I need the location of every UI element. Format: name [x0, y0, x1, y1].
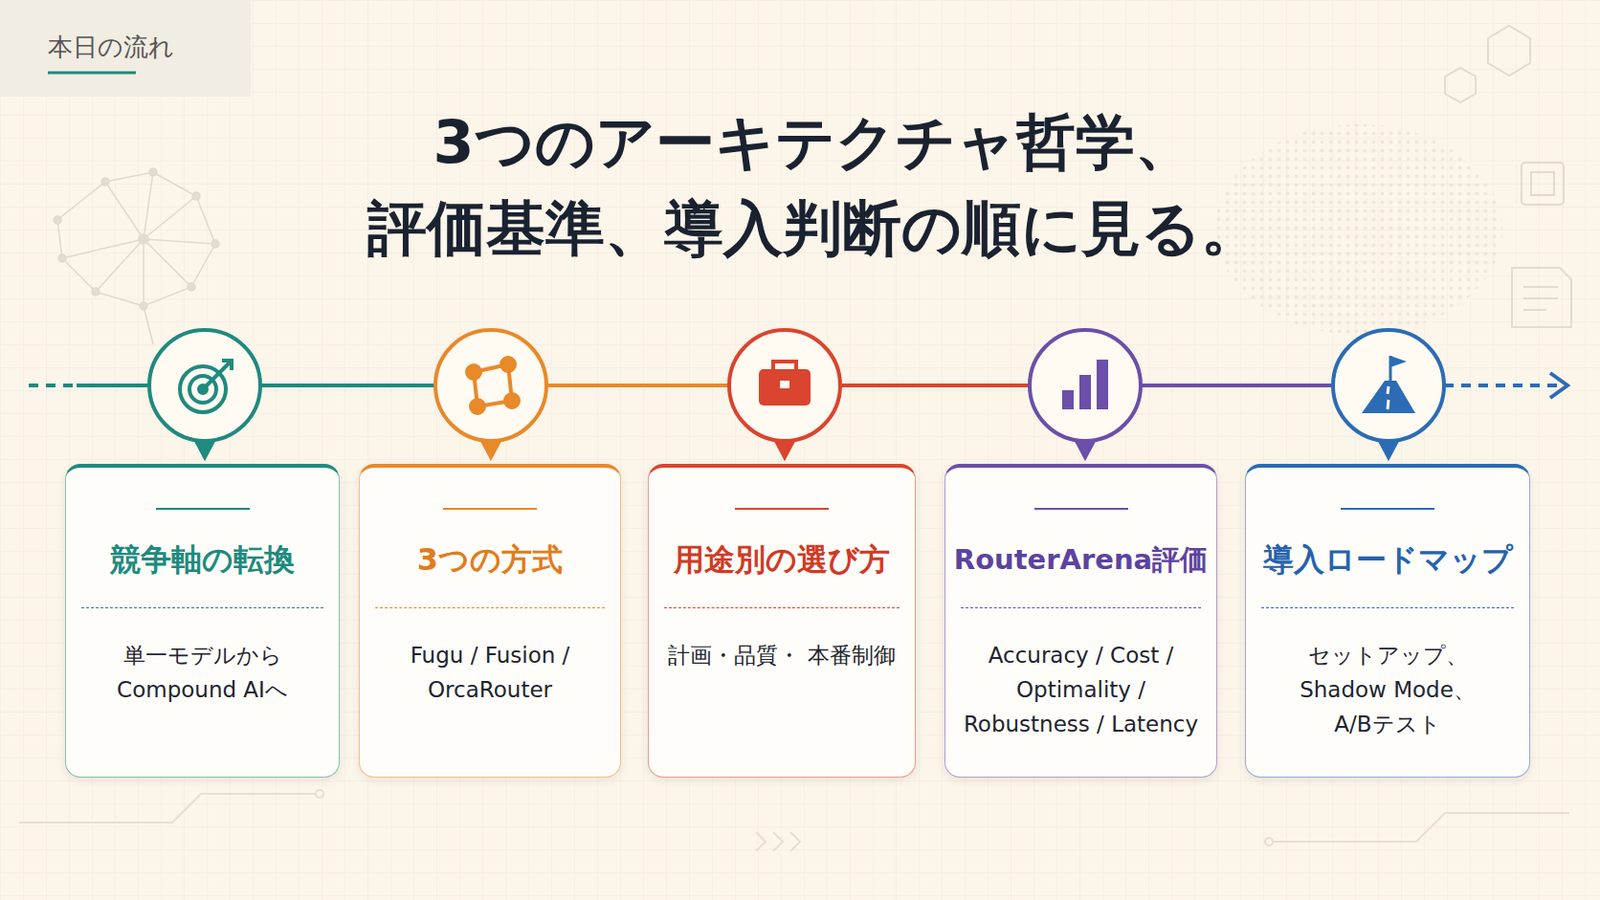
card-heading: 3つの方式: [367, 540, 613, 579]
dashed-divider: [81, 607, 324, 609]
slide-title: 3つのアーキテクチャ哲学、 評価基準、導入判断の順に見る。: [277, 99, 1350, 272]
card-body: 単一モデルから Compound AIへ: [83, 638, 323, 708]
step-card: RouterArena評価 Accuracy / Cost / Optimalit…: [944, 464, 1218, 778]
step-card: 用途別の選び方計画・品質・ 本番制御: [647, 464, 916, 778]
card-body: 計画・品質・ 本番制御: [662, 638, 902, 673]
accent-rule: [734, 508, 829, 511]
accent-rule: [155, 508, 250, 511]
dashed-divider: [960, 607, 1201, 609]
accent-rule: [443, 508, 537, 511]
step-card: 導入ロードマップセットアップ、 Shadow Mode、 A/Bテスト: [1244, 464, 1531, 778]
card-body: セットアップ、 Shadow Mode、 A/Bテスト: [1272, 638, 1503, 742]
section-tag: 本日の流れ: [47, 30, 175, 64]
accent-rule: [1340, 508, 1435, 511]
dashed-divider: [1261, 607, 1514, 609]
card-heading: 導入ロードマップ: [1253, 540, 1522, 579]
card-body: Fugu / Fusion / OrcaRouter: [370, 638, 610, 708]
card-heading: RouterArena評価: [953, 540, 1209, 579]
dashed-divider: [664, 607, 900, 609]
card-body: Accuracy / Cost / Optimality / Robustnes…: [954, 638, 1208, 742]
card-heading: 競争軸の転換: [73, 540, 332, 579]
step-card: 3つの方式 Fugu / Fusion / OrcaRouter: [358, 464, 622, 778]
card-heading: 用途別の選び方: [656, 540, 908, 579]
accent-rule: [1034, 508, 1129, 511]
step-card: 競争軸の転換単一モデルから Compound AIへ: [65, 464, 340, 778]
dashed-divider: [375, 607, 605, 609]
